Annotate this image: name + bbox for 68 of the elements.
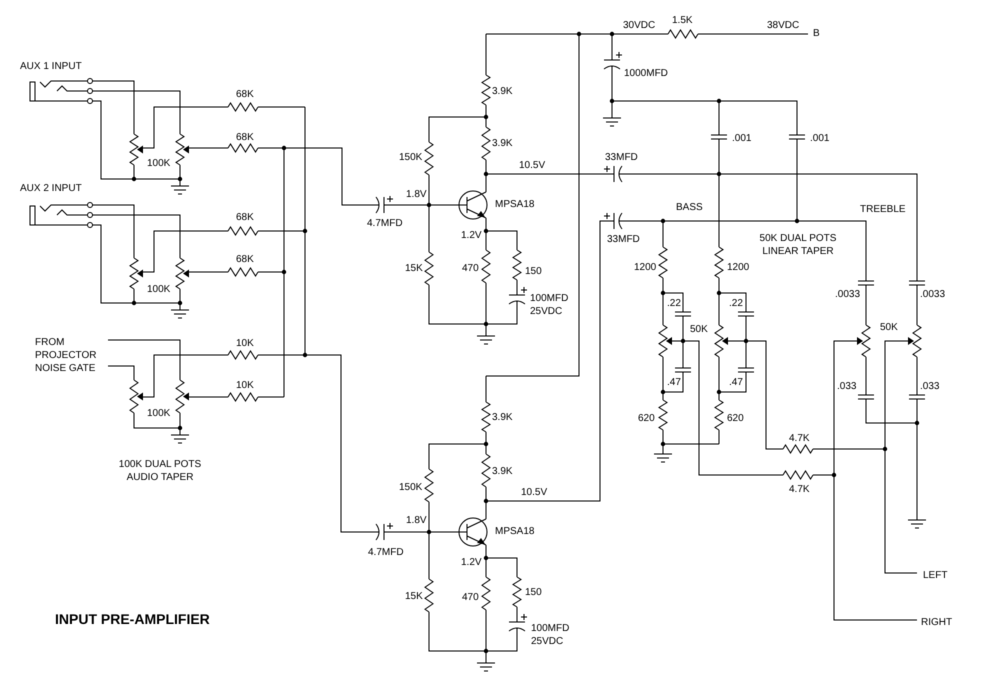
transistor-label: MPSA18 (495, 526, 534, 537)
component-value: 3.9K (492, 138, 513, 149)
component-value: 50K (880, 322, 898, 333)
diagram-title: INPUT PRE-AMPLIFIER (55, 611, 210, 627)
component-value: .001 (732, 133, 752, 144)
component-value: 68K (236, 132, 254, 143)
component-value: 15K (405, 263, 423, 274)
output-label: RIGHT (921, 617, 952, 628)
component-value: 68K (236, 212, 254, 223)
component-value: .47 (667, 377, 681, 388)
component-value: 100MFD 25VDC (530, 292, 570, 318)
input-label: FROM PROJECTOR NOISE GATE (35, 336, 98, 375)
component-value: 620 (638, 413, 655, 424)
component-value: 1.5K (672, 15, 693, 26)
component-value: 470 (462, 263, 479, 274)
component-value: 100K (147, 408, 170, 419)
component-value: .0033 (920, 289, 946, 300)
component-value: 1200 (727, 262, 750, 273)
component-value: 50K (690, 324, 708, 335)
control-label: BASS (676, 202, 703, 213)
terminal-label: B (813, 28, 820, 39)
component-value: 33MFD (607, 234, 640, 245)
component-value: 100MFD 25VDC (531, 622, 570, 648)
component-value: 33MFD (605, 152, 638, 163)
component-value: .001 (810, 133, 830, 144)
component-value: 150K (399, 152, 422, 163)
component-value: 3.9K (492, 466, 513, 477)
voltage-label: 10.5V (521, 487, 548, 498)
component-value: 15K (405, 591, 423, 602)
component-value: 470 (462, 592, 479, 603)
component-value: 1200 (634, 262, 656, 273)
voltage-label: 1.8V (406, 189, 427, 200)
component-value: 4.7K (789, 484, 810, 495)
component-value: 100K (147, 158, 170, 169)
voltage-label: 10.5V (519, 160, 546, 171)
component-value: 150 (525, 266, 542, 277)
control-label: TREEBLE (860, 204, 906, 215)
note-text: 100K DUAL POTS AUDIO TAPER (118, 458, 202, 484)
component-value: 10K (236, 338, 254, 349)
component-value: 3.9K (492, 412, 513, 423)
component-value: .47 (729, 377, 743, 388)
voltage-label: 1.8V (406, 515, 427, 526)
component-value: 150 (525, 587, 542, 598)
component-value: .033 (837, 381, 856, 392)
voltage-label: 30VDC (623, 20, 656, 31)
voltage-label: 1.2V (461, 230, 482, 241)
component-value: 100K (147, 284, 170, 295)
component-value: 68K (236, 89, 254, 100)
input-label: AUX 1 INPUT (20, 61, 82, 72)
component-value: .033 (920, 381, 940, 392)
component-value: 620 (727, 413, 744, 424)
output-label: LEFT (923, 570, 948, 581)
component-value: 4.7MFD (367, 218, 403, 229)
component-value: .0033 (835, 289, 860, 300)
transistor-label: MPSA18 (495, 199, 534, 210)
component-value: 1000MFD (624, 68, 668, 79)
voltage-label: 1.2V (461, 557, 482, 568)
component-value: 3.9K (492, 86, 513, 97)
component-value: .22 (667, 298, 681, 309)
component-value: 68K (236, 254, 254, 265)
voltage-label: 38VDC (767, 20, 800, 31)
component-value: 4.7K (789, 433, 810, 444)
input-label: AUX 2 INPUT (20, 183, 82, 194)
component-value: 10K (236, 380, 254, 391)
component-value: .22 (729, 298, 743, 309)
component-value: 150K (399, 482, 422, 493)
component-value: 4.7MFD (368, 547, 404, 558)
note-text: 50K DUAL POTS LINEAR TAPER (758, 232, 838, 258)
